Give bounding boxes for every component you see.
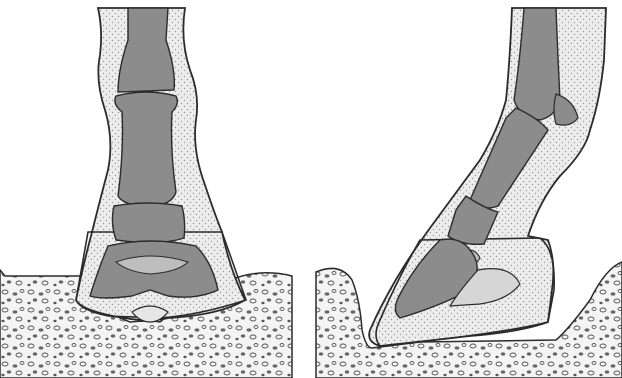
front-view-panel xyxy=(0,8,292,378)
side-view-panel xyxy=(316,8,622,378)
front-long-pastern xyxy=(115,92,177,206)
front-short-pastern xyxy=(112,203,184,243)
